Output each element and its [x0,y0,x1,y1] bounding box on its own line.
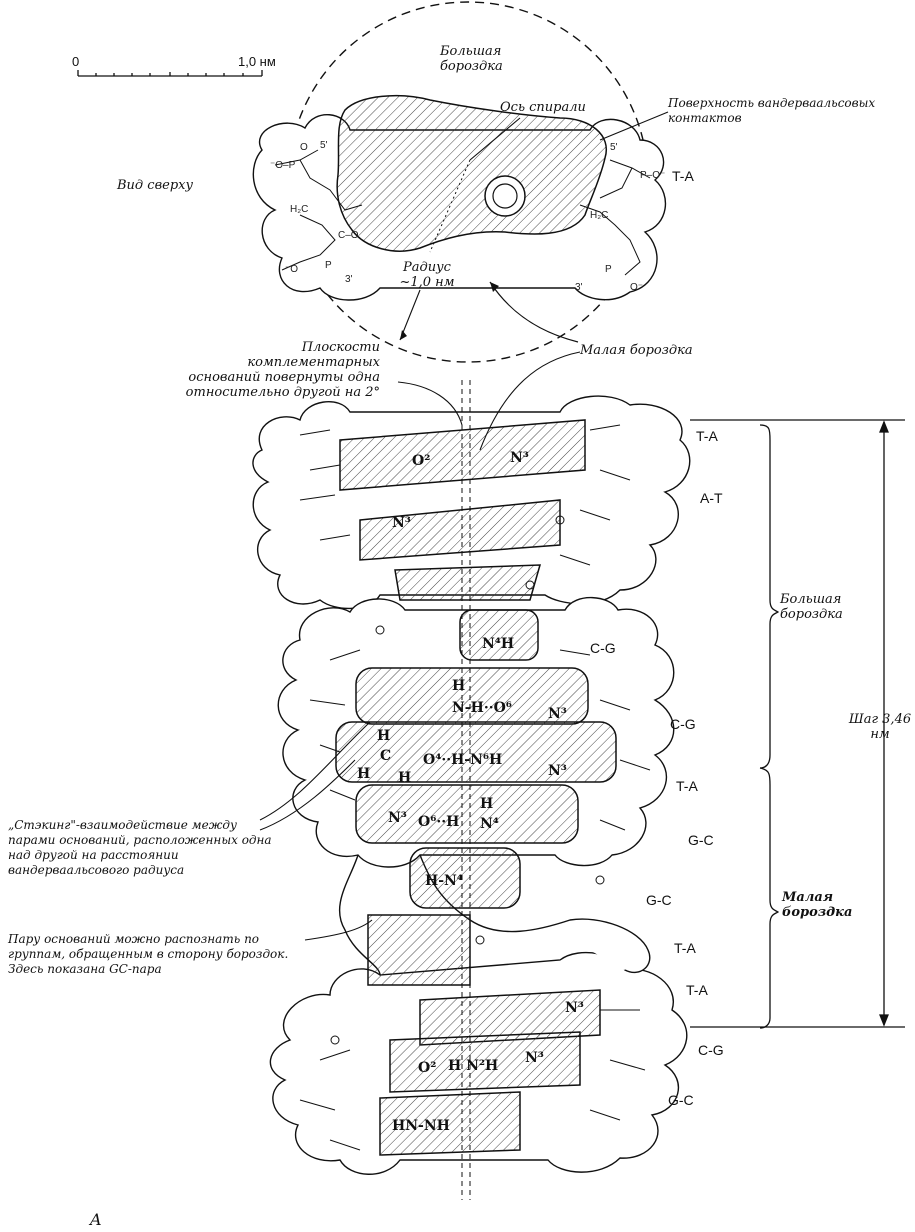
svg-text:P: P [605,264,612,275]
top-view: O ⁻O–P 5' H₂C C–O ⁻O P 3' 5' P–O⁻ H₂C P … [252,1,669,363]
svg-text:C–O: C–O [338,230,359,241]
pair-label: T-A [676,778,698,794]
atom-h-mid: H [398,770,411,786]
side-minor-groove: Малая бороздка [782,890,853,920]
svg-text:5': 5' [320,140,328,151]
pair-label: T-A [674,940,696,956]
groove-brackets [690,419,905,1029]
svg-text:O: O [300,142,308,153]
pair-label: G-C [646,892,672,908]
planes-note: Плоскости комплементарных оснований пове… [185,340,380,400]
atom-nho: N-H··O⁶ [452,700,512,716]
pair-label: G-C [688,832,714,848]
pair-label: G-C [668,1092,694,1108]
atom-n4h: N⁴H [482,636,514,652]
atom-hnnh: HN-NH [392,1118,450,1134]
atom-o2: O² [412,453,430,469]
atom-c: C [380,748,391,764]
top-view-label: Вид сверху [117,178,194,193]
atom-h1: H [452,678,465,694]
scale-zero: 0 [72,54,80,69]
atom-o4-n6: O⁴··H-N⁶H [423,752,502,768]
atom-o2-b: O² [418,1060,436,1076]
top-minor-groove: Малая бороздка [580,343,693,358]
svg-text:P–O⁻: P–O⁻ [640,170,665,181]
pair-label: C-G [590,640,616,656]
svg-text:⁻O–P: ⁻O–P [270,160,296,171]
svg-text:3': 3' [575,282,583,293]
top-major-groove: Большая бороздка [440,44,503,74]
svg-text:H₂C: H₂C [290,204,308,215]
panel-letter: A [90,1210,102,1229]
atom-hn4: H-N⁴ [425,873,463,889]
pair-label: A-T [700,490,723,506]
atom-n3-top: N³ [510,450,529,466]
atom-n3-b: N³ [565,1000,584,1016]
atom-h-gc: H [480,796,493,812]
svg-text:O⁻: O⁻ [630,282,643,293]
scale-bar [77,70,263,77]
recognition-note: Пару оснований можно распознать по групп… [8,932,289,976]
helix-axis-label: Ось спирали [500,100,586,115]
atom-h-left: H [357,766,370,782]
atom-n3-ta: N³ [548,763,567,779]
helix-axis [461,380,471,1200]
svg-text:⁻O: ⁻O [285,264,298,275]
side-major-groove: Большая бороздка [780,592,843,622]
pair-label: C-G [670,716,696,732]
atom-n4-gc: N⁴ [480,816,499,832]
scale-one-nm: 1,0 нм [238,54,276,69]
atom-o6h: O⁶··H [418,814,459,830]
svg-text:5': 5' [610,142,618,153]
pair-label: T-A [686,982,708,998]
stacking-note: „Стэкинг"-взаимодействие между парами ос… [8,818,272,877]
atom-n3-a: N³ [392,515,411,531]
pitch-label: Шаг 3,46 нм [848,712,912,742]
phosphate-sketches [299,424,651,1151]
atom-h-ch: H [377,728,390,744]
atom-hn2h: H N²H [448,1058,498,1074]
atom-n3-gc: N³ [388,810,407,826]
base-pair-slabs [335,419,617,1156]
top-pair-ta: T-A [672,168,694,184]
radius-label: Радиус ~1,0 нм [399,260,455,290]
atom-labels: O² N³ N³ N⁴H H N-H··O⁶ N³ H C H H O⁴··H-… [357,450,584,1134]
note-pointers [259,351,581,941]
atom-n3-cg: N³ [548,706,567,722]
svg-text:H₂C: H₂C [590,210,608,221]
pair-label: C-G [698,1042,724,1058]
atom-n3-c: N³ [525,1050,544,1066]
svg-text:P: P [325,260,332,271]
svg-text:3': 3' [345,274,353,285]
vdw-surface-label: Поверхность вандерваальсовых контактов [668,96,876,125]
pair-label: T-A [696,428,718,444]
